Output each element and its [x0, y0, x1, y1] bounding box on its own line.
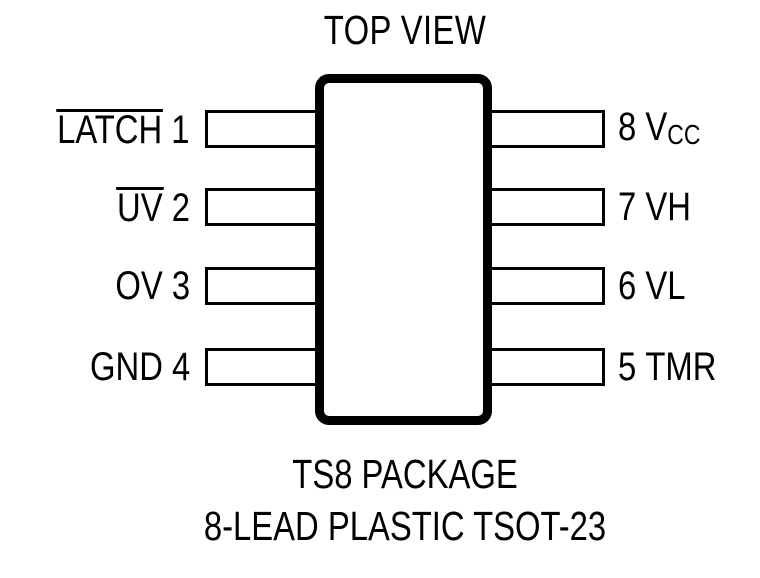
lead-pin-8 — [485, 110, 605, 148]
pin-3-name: OV — [115, 264, 163, 308]
pin-label-4: GND 4 — [68, 345, 190, 389]
pin-5-name: TMR — [645, 345, 717, 389]
pin-label-1: LATCH 1 — [28, 108, 190, 152]
pin-8-name: VCC — [645, 105, 701, 151]
lead-pin-6 — [485, 267, 605, 305]
lead-pin-7 — [485, 188, 605, 226]
pin-label-8: 8 VCC — [618, 107, 719, 150]
pin-label-3: OV 3 — [99, 264, 190, 308]
diagram-title: TOP VIEW — [323, 7, 487, 53]
pin-2-name: UV — [116, 186, 164, 230]
lead-pin-3 — [205, 267, 323, 305]
lead-pin-5 — [485, 348, 605, 386]
pin-8-subscript: CC — [667, 119, 701, 151]
pin-label-7: 7 VH — [618, 185, 707, 229]
package-caption-line-2: 8-LEAD PLASTIC TSOT-23 — [203, 503, 607, 549]
pin-4-number: 4 — [171, 345, 190, 389]
pin-label-6: 6 VL — [618, 264, 700, 308]
pin-3-number: 3 — [171, 264, 190, 308]
pin-1-number: 1 — [171, 108, 190, 152]
pin-6-name: VL — [645, 264, 686, 308]
chip-body — [315, 74, 492, 425]
pin-label-2: UV 2 — [101, 186, 190, 230]
pin-5-number: 5 — [618, 345, 637, 389]
package-caption-line-1: TS8 PACKAGE — [292, 451, 518, 497]
pin-8-number: 8 — [618, 105, 637, 149]
lead-pin-1 — [205, 110, 323, 148]
pin-6-number: 6 — [618, 264, 637, 308]
lead-pin-4 — [205, 348, 323, 386]
pin-7-name: VH — [645, 185, 691, 229]
pin-1-name: LATCH — [56, 108, 164, 152]
pin-4-name: GND — [89, 345, 163, 389]
pin-2-number: 2 — [171, 186, 190, 230]
lead-pin-2 — [205, 188, 323, 226]
pin-label-5: 5 TMR — [618, 345, 738, 389]
pin-7-number: 7 — [618, 185, 637, 229]
